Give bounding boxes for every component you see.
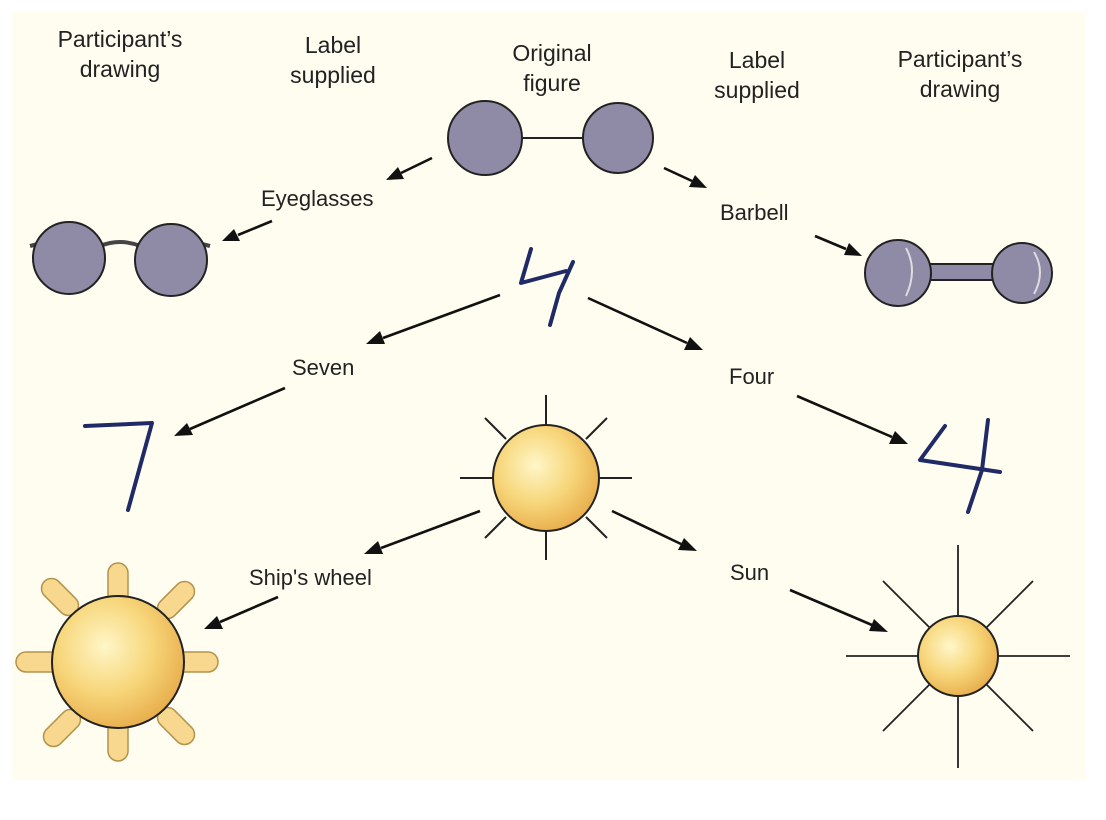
original-sun-figure — [460, 395, 632, 560]
four-drawing — [918, 418, 1002, 514]
arrow-original-to-seven — [366, 293, 501, 344]
sun-drawing — [846, 545, 1070, 768]
original-dumbbell-figure — [447, 100, 654, 176]
seven-drawing — [83, 421, 154, 512]
arrow-original-to-eyeglasses — [386, 156, 433, 180]
eyeglasses-drawing — [29, 221, 211, 297]
label-eyeglasses: Eyeglasses — [261, 186, 374, 211]
barbell-drawing — [864, 239, 1053, 307]
original-ambiguous-numeral — [519, 247, 575, 327]
label-sun: Sun — [730, 560, 770, 585]
arrow-barbell-to-drawing — [814, 234, 862, 256]
label-four: Four — [729, 364, 775, 389]
arrow-original-to-barbell — [663, 166, 707, 188]
label-ships-wheel: Ship's wheel — [249, 565, 372, 590]
arrow-four-to-drawing — [796, 394, 908, 444]
label-seven: Seven — [292, 355, 355, 380]
label-barbell: Barbell — [720, 200, 789, 225]
arrow-seven-to-drawing — [174, 386, 286, 436]
arrow-original-to-four — [587, 296, 703, 350]
arrow-eyeglasses-to-drawing — [222, 219, 273, 241]
arrow-original-to-sun — [611, 509, 697, 551]
arrow-ships-wheel-to-drawing — [204, 595, 279, 629]
ships-wheel-drawing — [15, 562, 219, 762]
arrow-sun-to-drawing — [789, 588, 888, 632]
arrow-original-to-ships-wheel — [364, 509, 481, 554]
